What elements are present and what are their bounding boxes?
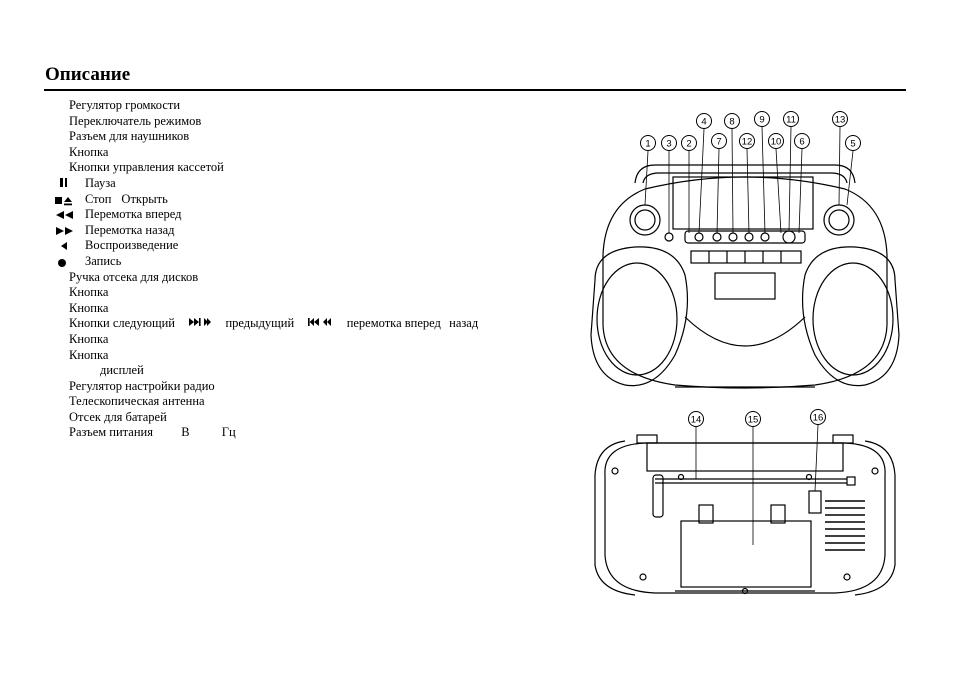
list-item: Перемотка назад <box>0 223 560 239</box>
item-label-tertiary: перемотка вперед <box>346 316 441 331</box>
list-item: Телескопическая антенна <box>0 394 560 410</box>
parts-list: Регулятор громкости Переключатель режимо… <box>0 98 560 441</box>
front-callout-label: 9 <box>759 115 764 126</box>
front-callout-label: 1 <box>645 139 650 150</box>
item-label: Пауза <box>85 175 116 190</box>
record-icon <box>58 257 66 273</box>
front-callout-label: 12 <box>742 137 753 148</box>
item-label: Кнопки следующий <box>69 316 175 331</box>
list-item: дисплей <box>0 363 560 379</box>
item-label-tertiary: Гц <box>221 425 236 440</box>
front-callout-label: 5 <box>850 139 855 150</box>
list-item: Разъем для наушников <box>0 129 560 145</box>
list-item: Кнопка <box>0 332 560 348</box>
list-item: Кнопка <box>0 301 560 317</box>
front-callout-label: 10 <box>771 137 782 148</box>
front-view-illustration: 1 3 2 4 7 8 12 9 10 11 6 13 5 <box>590 111 900 389</box>
list-item: Воспроизведение <box>0 238 560 254</box>
front-callout-label: 13 <box>835 115 846 126</box>
item-label: Запись <box>85 253 122 268</box>
next-icon <box>189 318 212 327</box>
pause-icon <box>60 177 67 193</box>
front-callout-label: 8 <box>729 117 734 128</box>
list-item: Стоп Открыть <box>0 192 560 208</box>
list-item: Регулятор громкости <box>0 98 560 114</box>
rear-callout-label: 16 <box>813 413 824 424</box>
item-label: Регулятор громкости <box>69 98 181 112</box>
page-title: Описание <box>45 64 131 85</box>
list-item: Кнопки управления кассетой <box>0 160 560 176</box>
list-item: Разъем питания В Гц <box>0 425 560 441</box>
item-label: Кнопка <box>69 347 109 362</box>
front-callout-label: 2 <box>686 139 691 150</box>
rear-callout-label: 14 <box>691 415 702 426</box>
item-label: Кнопка <box>69 144 109 159</box>
item-label: Кнопка <box>69 331 109 346</box>
list-item: Пауза <box>0 176 560 192</box>
item-label: Разъем питания <box>69 425 153 440</box>
list-item: Регулятор настройки радио <box>0 379 560 395</box>
front-callout-label: 3 <box>666 139 671 150</box>
item-label: Переключатель режимов <box>69 113 202 128</box>
rear-view-illustration: 14 15 16 <box>594 409 896 596</box>
item-label: Кнопки управления кассетой <box>69 160 224 175</box>
item-label: дисплей <box>100 363 144 378</box>
item-label: Кнопка <box>69 285 109 300</box>
front-callout-label: 6 <box>799 137 804 148</box>
item-label-secondary: В <box>181 425 190 440</box>
list-item: Переключатель режимов <box>0 114 560 130</box>
item-label: Кнопка <box>69 300 109 315</box>
rewind-icon <box>55 226 75 242</box>
list-item: Кнопка <box>0 285 560 301</box>
item-label: Регулятор настройки радио <box>69 378 215 393</box>
rear-callout-label: 15 <box>748 415 759 426</box>
item-label: Перемотка вперед <box>85 207 182 222</box>
item-label-secondary: Открыть <box>121 191 168 206</box>
list-item: Запись <box>0 254 560 270</box>
fast-forward-icon <box>55 210 75 226</box>
item-label-secondary: предыдущий <box>225 316 295 331</box>
item-label: Воспроизведение <box>85 238 179 253</box>
item-label: Телескопическая антенна <box>69 394 205 409</box>
list-item: Отсек для батарей <box>0 410 560 426</box>
item-label: Ручка отсека для дисков <box>69 269 199 284</box>
item-label: Отсек для батарей <box>69 409 167 424</box>
front-callout-label: 4 <box>701 117 706 128</box>
item-label-quaternary: назад <box>449 316 479 331</box>
list-item: Кнопка <box>0 145 560 161</box>
list-item: Ручка отсека для дисков <box>0 270 560 286</box>
list-item: Перемотка вперед <box>0 207 560 223</box>
title-rule <box>44 89 906 91</box>
item-label: Разъем для наушников <box>69 129 190 144</box>
previous-icon <box>308 318 332 327</box>
list-item: Кнопки следующий предыдущий перемотка вп… <box>0 316 560 332</box>
stop-eject-icon <box>55 194 72 210</box>
play-icon <box>60 241 69 257</box>
front-callout-label: 7 <box>716 137 721 148</box>
front-callout-label: 11 <box>786 115 796 126</box>
list-item: Кнопка <box>0 348 560 364</box>
item-label: Перемотка назад <box>85 222 175 237</box>
item-label: Стоп <box>85 191 112 206</box>
